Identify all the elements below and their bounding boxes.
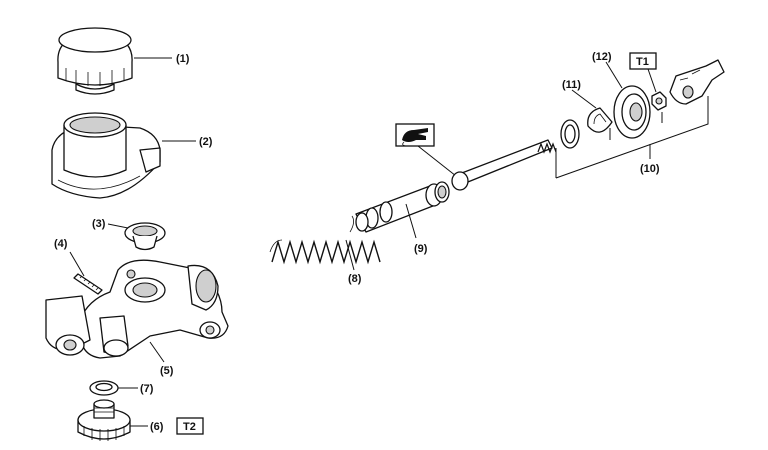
torque-label-t2: T2 [183,421,196,433]
piston [355,181,450,233]
boot-ring [560,119,580,149]
clevis [669,59,725,105]
push-rod-boot [613,85,651,139]
connector-fitting [77,399,131,441]
leader-11 [571,89,597,109]
callout-2: (2) [199,136,213,148]
callout-1: (1) [176,53,190,65]
leader-12 [605,61,623,89]
leader-3 [107,223,129,229]
callout-6: (6) [150,421,164,433]
torque-label-t1: T1 [636,56,649,68]
leader-t1 [647,68,657,93]
leader-4 [69,251,85,277]
return-spring [269,215,381,265]
leader-5 [149,341,165,363]
grease-hand-icon [395,123,435,147]
leader-8 [345,239,355,271]
callout-12: (12) [592,51,612,63]
callout-8: (8) [348,273,362,285]
spring-pin [73,273,103,295]
master-cylinder-body [45,259,229,359]
lock-nut [651,91,667,111]
callout-9: (9) [414,243,428,255]
callout-5: (5) [160,365,174,377]
leader-grease [417,145,457,177]
callout-4: (4) [54,238,68,250]
callout-11: (11) [562,79,581,91]
callout-10: (10) [640,163,660,175]
torque-mark-t1: T1 [629,52,657,70]
callout-7: (7) [140,383,154,395]
grommet [124,222,166,251]
leader-9 [405,203,417,239]
torque-mark-t2: T2 [176,417,204,435]
reservoir-cap [57,27,133,95]
callout-3: (3) [92,218,106,230]
assembly-bracket-10 [555,96,709,179]
retaining-clip [587,107,613,133]
o-ring [89,380,119,396]
push-rod [451,139,557,191]
reservoir-tank [51,112,161,199]
